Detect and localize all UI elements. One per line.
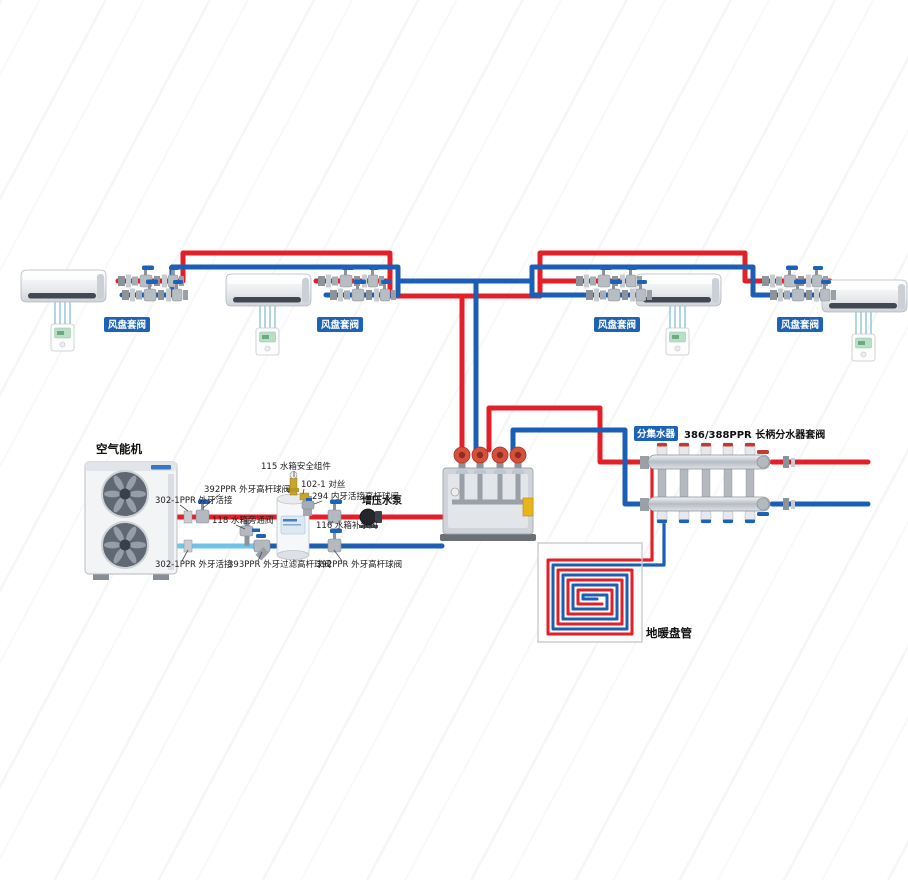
brand-logo: [151, 465, 171, 470]
part-label-392-top: 392PPR 外牙高杆球阀: [204, 484, 290, 495]
thermostat-wires: [855, 312, 872, 334]
valve-handle: [757, 450, 769, 454]
fan-coil-valve-label: 风盘套阀: [781, 319, 819, 331]
safety-group-nut: [287, 488, 299, 492]
tank-fittings: [287, 471, 315, 516]
booster-pump: [359, 508, 382, 528]
warning-tag: [522, 497, 534, 517]
fan-coil-unit-4: [821, 279, 908, 362]
nipple-fitting: [299, 492, 310, 501]
tank-sticker-line: [283, 519, 297, 522]
leader-lines: [179, 471, 343, 562]
fan-coil-valve-label: 风盘套阀: [321, 319, 359, 331]
pump-station-base: [440, 534, 536, 541]
part-label-294: 294 内牙活接高杆球阀: [312, 491, 399, 502]
label-box: [104, 317, 150, 332]
manifold-return-bar: [647, 496, 771, 512]
manifold-end-valve: [756, 497, 770, 511]
label-box: [317, 317, 363, 332]
thermostat: [50, 323, 75, 352]
thermostat: [255, 327, 280, 356]
fan-coil-unit-3: [635, 273, 722, 356]
ball-valve: [327, 528, 343, 553]
valve-handle: [757, 512, 769, 516]
safety-group-body: [289, 477, 298, 496]
booster-pump-label: 增压水泵: [362, 494, 403, 507]
fan-coil-valve-label: 风盘套阀: [108, 319, 146, 331]
manifold-spec-label: 386/388PPR 长柄分水器套阀: [684, 428, 825, 441]
fan-coil-body: [225, 273, 312, 307]
pipe-nut: [791, 458, 795, 467]
pipe-nut: [783, 498, 789, 510]
heat-pump-side-grille: [168, 474, 174, 570]
heat-pump-label: 空气能机: [96, 442, 142, 456]
heat-pump-foot: [153, 574, 169, 580]
heat-pump-foot: [93, 574, 109, 580]
pump-station-internal-pipes: [452, 474, 524, 505]
part-label-302-bottom: 302-1PPR 外牙活接: [155, 559, 233, 570]
supply-line-fittings: [183, 499, 382, 528]
part-label-393: 393PPR 外牙过滤高杆球阀: [228, 559, 331, 570]
return-pipe-right-run: [529, 264, 841, 298]
tank-sticker-line: [283, 524, 301, 526]
thermostat: [851, 333, 876, 362]
pipe-nut: [791, 500, 795, 509]
part-labels: 115 水箱安全组件 102-1 对丝 294 内牙活接高杆球阀 392PPR …: [155, 461, 402, 570]
floor-heating-coil: [537, 542, 643, 643]
thermostat-wires: [54, 302, 71, 324]
label-box: [777, 317, 823, 332]
return-pipe-from-floor-coil: [639, 508, 666, 567]
pressure-gauge-icon: [289, 471, 298, 479]
union-fitting: [183, 539, 193, 553]
part-label-392-bottom: 392PPR 外牙高杆球阀: [316, 559, 402, 570]
fan-coil-body: [20, 269, 107, 303]
tank-bottom: [276, 550, 310, 560]
union-fitting: [183, 510, 193, 524]
part-label-115: 115 水箱安全组件: [261, 461, 331, 472]
supply-pipe-to-manifold: [486, 405, 647, 465]
manifold-end-cap: [640, 456, 649, 469]
manifold-ports: [656, 442, 756, 524]
thermostat-wires: [669, 306, 686, 328]
fan-coil-valve-labels: 风盘套阀 风盘套阀 风盘套阀 风盘套阀: [104, 317, 823, 332]
manifold-labels: 分集水器 386/388PPR 长柄分水器套阀: [634, 426, 825, 441]
fan-coil-valve-label: 风盘套阀: [598, 319, 636, 331]
part-label-118: 118 水箱旁通阀: [212, 515, 273, 526]
label-box: [594, 317, 640, 332]
part-label-116: 116 水箱补水阀: [316, 520, 377, 531]
pressure-gauge-icon: [450, 487, 460, 497]
strainer-valve: [253, 534, 271, 561]
pipe-nut: [783, 456, 789, 468]
union-ball-valve: [301, 500, 315, 510]
thermostat-wires: [259, 306, 276, 328]
fan-coil-unit-2: [225, 273, 312, 356]
manifold-end-cap: [640, 498, 649, 511]
manifold-supply-bar: [647, 454, 771, 470]
heat-pump-unit: [84, 461, 178, 580]
manifold-end-valve: [756, 455, 770, 469]
return-pipe-to-manifold: [510, 427, 649, 507]
coil-return-spiral: [551, 563, 642, 631]
manifold: [640, 442, 795, 524]
pump-station: [440, 446, 536, 541]
part-label-102-1: 102-1 对丝: [301, 479, 346, 490]
valve-handle: [306, 498, 312, 502]
makeup-valve: [327, 499, 343, 524]
fan-coil-unit-1: [20, 269, 107, 352]
fan-icon: [101, 470, 149, 518]
coil-supply-spiral: [546, 558, 642, 636]
valve-set: [761, 265, 829, 288]
thermostat: [665, 327, 690, 356]
label-box: [634, 426, 678, 441]
floor-coil-label: 地暖盘管: [646, 626, 692, 640]
manifold-tag-label: 分集水器: [637, 428, 676, 440]
fan-icon: [101, 521, 149, 569]
part-label-302-top: 302-1PPR 外牙活接: [155, 495, 233, 506]
